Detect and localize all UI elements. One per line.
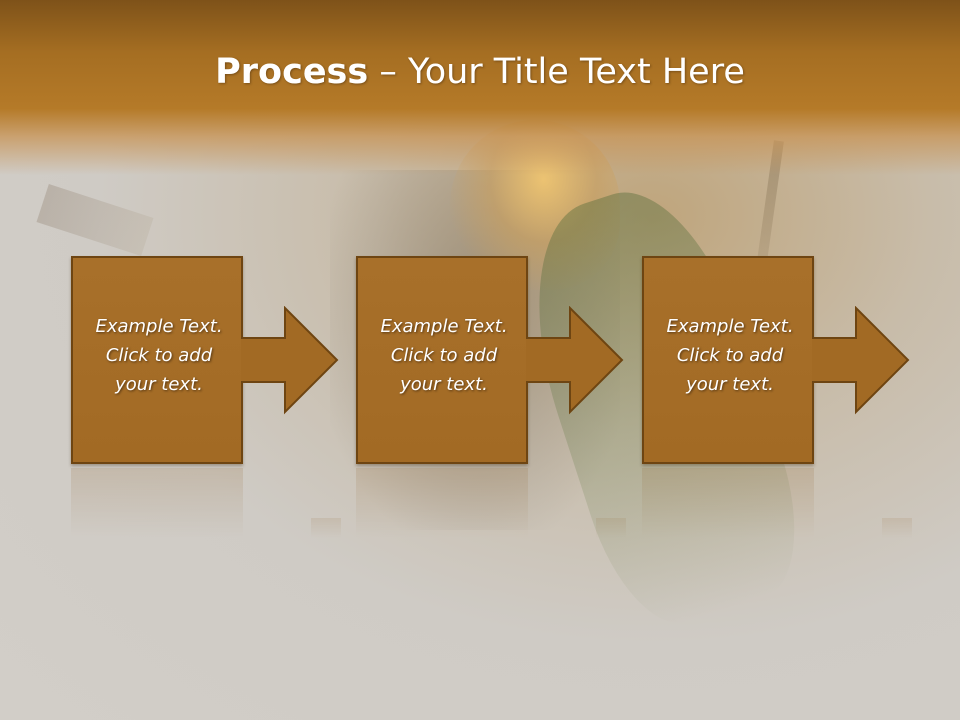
title-rest: – Your Title Text Here bbox=[368, 52, 745, 92]
step-text-line-1: Example Text. bbox=[95, 316, 223, 337]
step-text-line-3: your text. bbox=[686, 374, 774, 395]
step-text-line-1: Example Text. bbox=[380, 316, 508, 337]
step-text-line-3: your text. bbox=[115, 374, 203, 395]
process-step-3[interactable]: Example Text. Click to add your text. bbox=[642, 256, 922, 466]
step-text-line-2: Click to add bbox=[676, 345, 784, 366]
step-text-line-2: Click to add bbox=[390, 345, 498, 366]
step-text[interactable]: Example Text. Click to add your text. bbox=[644, 312, 816, 399]
title-bold: Process bbox=[215, 52, 369, 92]
step-box[interactable]: Example Text. Click to add your text. bbox=[642, 256, 814, 464]
step-box[interactable]: Example Text. Click to add your text. bbox=[71, 256, 243, 464]
step-text-line-3: your text. bbox=[400, 374, 488, 395]
step-1-reflection bbox=[71, 468, 351, 538]
step-text[interactable]: Example Text. Click to add your text. bbox=[73, 312, 245, 399]
slide-title[interactable]: Process – Your Title Text Here bbox=[0, 52, 960, 92]
arrow-right-icon bbox=[241, 306, 339, 415]
step-text-line-2: Click to add bbox=[105, 345, 213, 366]
process-step-2[interactable]: Example Text. Click to add your text. bbox=[356, 256, 636, 466]
arrow-right-icon bbox=[812, 306, 910, 415]
arrow-right-icon bbox=[526, 306, 624, 415]
step-2-reflection bbox=[356, 468, 636, 538]
title-band bbox=[0, 0, 960, 175]
step-3-reflection bbox=[642, 468, 922, 538]
step-text-line-1: Example Text. bbox=[666, 316, 794, 337]
step-text[interactable]: Example Text. Click to add your text. bbox=[358, 312, 530, 399]
background-photo-book bbox=[36, 183, 154, 257]
step-box[interactable]: Example Text. Click to add your text. bbox=[356, 256, 528, 464]
process-step-1[interactable]: Example Text. Click to add your text. bbox=[71, 256, 351, 466]
